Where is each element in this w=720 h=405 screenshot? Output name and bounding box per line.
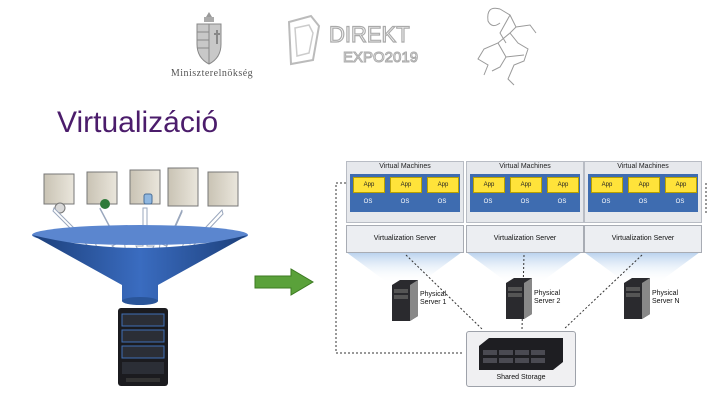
physical-server-label: Physical Server 2 [534,290,560,306]
physical-server-line1: Physical [534,290,561,297]
vm-group-title: Virtual Machines [617,163,669,170]
vm-group-title: Virtual Machines [379,163,431,170]
physical-server-line2: Server 1 [420,299,447,306]
app-box: App [665,177,697,193]
vm-group-2: Virtual Machines App App App OS OS OS [466,161,584,223]
physical-server-line1: Physical [652,290,679,297]
physical-server-label: Physical Server 1 [420,291,446,307]
virtualization-architecture-diagram: Virtual Machines App App App OS OS OS Vi… [332,153,710,393]
physical-server-line1: Physical [420,291,447,298]
shared-storage-label: Shared Storage [496,374,546,381]
storage-array-icon [479,338,563,370]
os-label: OS [601,199,611,205]
os-label: OS [675,199,685,205]
virtualization-server-box: Virtualization Server [346,225,464,253]
os-label: OS [520,199,530,205]
app-box: App [547,177,579,193]
vm-group-title: Virtual Machines [499,163,551,170]
os-label: OS [483,199,493,205]
diagram-connectors [335,182,707,354]
direkt-expo-logo: DIREKT EXPO2019 [287,14,419,67]
os-label: OS [363,199,373,205]
os-label: OS [638,199,648,205]
physical-server-line2: Server 2 [534,298,561,305]
physical-server-icon [392,280,418,321]
expo-title-text: DIREKT [329,22,410,47]
consolidated-server [118,308,168,386]
consolidation-funnel-illustration [32,167,248,386]
os-label: OS [557,199,567,205]
government-logo-text: Miniszterelnökség [170,68,254,79]
os-label: OS [437,199,447,205]
slide-title: Virtualizáció [57,106,219,139]
app-box: App [473,177,505,193]
source-servers [43,167,239,214]
vm-group-3: Virtual Machines App App App OS OS OS [584,161,702,223]
app-box: App [510,177,542,193]
virtualization-server-box: Virtualization Server [466,225,584,253]
app-box: App [353,177,385,193]
physical-server-line2: Server N [652,298,680,305]
app-box: App [390,177,422,193]
os-label: OS [400,199,410,205]
physical-server-icon [624,278,650,319]
physical-server-icon [506,278,532,319]
app-box: App [628,177,660,193]
transition-arrow-icon [254,268,314,296]
physical-server-label: Physical Server N [652,290,680,306]
expo-year-text: EXPO2019 [343,49,418,66]
shared-storage: Shared Storage [466,331,576,387]
app-box: App [591,177,623,193]
vm-group-1: Virtual Machines App App App OS OS OS [346,161,464,223]
app-box: App [427,177,459,193]
hungarian-crest-logo [196,12,222,65]
funnel [32,235,248,301]
ram-polygon-logo [477,7,537,86]
virtualization-server-box: Virtualization Server [584,225,702,253]
